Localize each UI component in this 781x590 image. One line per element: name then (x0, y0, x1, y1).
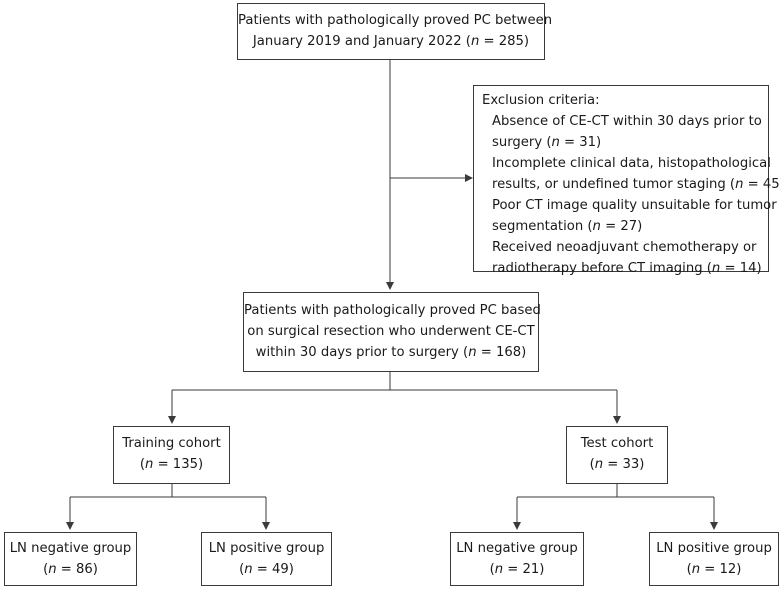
exclusion-title: Exclusion criteria: (482, 93, 600, 108)
leaf-training-ln-positive: LN positive group (n = 49) (201, 532, 332, 586)
test-cohort-title: Test cohort (580, 436, 654, 451)
leaf-1-title: LN negative group (9, 541, 132, 556)
leaf-test-ln-positive: LN positive group (n = 12) (649, 532, 779, 586)
exclusion-item-2-line2: results, or undefined tumor staging (n =… (492, 177, 781, 192)
leaf-4-count: (n = 12) (686, 562, 742, 577)
leaf-3-title: LN negative group (456, 541, 578, 556)
training-cohort-box: Training cohort (n = 135) (113, 426, 230, 484)
top-box-line1: Patients with pathologically proved PC b… (238, 13, 553, 28)
exclusion-item-4-line1: Received neoadjuvant chemotherapy or (492, 240, 757, 255)
leaf-2-count: (n = 49) (239, 562, 294, 577)
exclusion-box: Exclusion criteria: Absence of CE-CT wit… (473, 85, 781, 276)
mid-box-line2: on surgical resection who underwent CE-C… (247, 324, 535, 339)
leaf-2-title: LN positive group (208, 541, 325, 556)
exclusion-item-1-line1: Absence of CE-CT within 30 days prior to (492, 114, 762, 129)
mid-box: Patients with pathologically proved PC b… (243, 292, 541, 372)
test-cohort-count: (n = 33) (589, 457, 645, 472)
mid-box-line3: within 30 days prior to surgery (n = 168… (255, 345, 527, 360)
mid-box-line1: Patients with pathologically proved PC b… (244, 303, 541, 318)
exclusion-item-2-line1: Incomplete clinical data, histopathologi… (492, 156, 771, 171)
leaf-1-count: (n = 86) (43, 562, 98, 577)
exclusion-item-3-line2: segmentation (n = 27) (492, 219, 643, 234)
exclusion-item-4-line2: radiotherapy before CT imaging (n = 14) (492, 261, 762, 276)
top-box: Patients with pathologically proved PC b… (237, 3, 553, 60)
leaf-3-count: (n = 21) (489, 562, 545, 577)
training-cohort-title: Training cohort (122, 436, 221, 451)
exclusion-item-3-line1: Poor CT image quality unsuitable for tum… (492, 198, 777, 213)
test-cohort-box: Test cohort (n = 33) (566, 426, 668, 484)
top-box-line2: January 2019 and January 2022 (n = 285) (252, 34, 530, 49)
exclusion-item-1-line2: surgery (n = 31) (492, 135, 602, 150)
leaf-test-ln-negative: LN negative group (n = 21) (450, 532, 584, 586)
leaf-training-ln-negative: LN negative group (n = 86) (4, 532, 137, 586)
leaf-4-title: LN positive group (656, 541, 772, 556)
training-cohort-count: (n = 135) (139, 457, 204, 472)
